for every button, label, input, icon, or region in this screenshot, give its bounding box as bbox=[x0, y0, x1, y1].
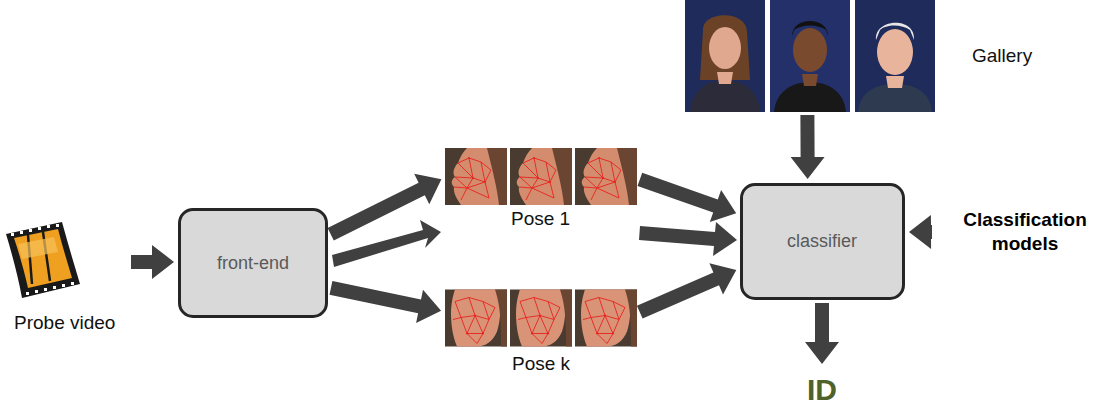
gallery-group: Gallery bbox=[685, 0, 1045, 112]
block-arrow bbox=[638, 173, 737, 222]
node-text: ID bbox=[807, 373, 837, 405]
block-arrow bbox=[791, 115, 825, 179]
gallery-portraits bbox=[685, 0, 935, 112]
block-arrow bbox=[909, 215, 932, 249]
pose-group: Pose k bbox=[445, 287, 637, 375]
process-box: classifier bbox=[740, 183, 905, 300]
block-arrow bbox=[637, 263, 736, 318]
input-label: Classification models bbox=[935, 203, 1109, 261]
node-text: Probe video bbox=[14, 312, 115, 334]
process-box: front-end bbox=[178, 208, 328, 318]
node-text: Pose k bbox=[512, 353, 570, 375]
node-text: front-end bbox=[217, 253, 289, 274]
node-text: Gallery bbox=[972, 45, 1032, 67]
pose-images bbox=[445, 148, 637, 205]
block-arrow bbox=[328, 174, 442, 241]
block-arrow bbox=[805, 303, 839, 364]
node-text: classifier bbox=[787, 231, 857, 252]
block-arrow bbox=[639, 222, 737, 256]
video-icon: Probe video bbox=[2, 222, 128, 334]
node-text: Pose 1 bbox=[511, 208, 570, 230]
film-icon bbox=[6, 222, 80, 298]
block-arrow bbox=[330, 281, 442, 323]
node-text: Classification models bbox=[943, 208, 1107, 256]
block-arrow bbox=[131, 245, 174, 279]
pose-images bbox=[445, 290, 637, 347]
pose-group: Pose 1 bbox=[445, 148, 637, 230]
output-label: ID bbox=[790, 368, 854, 405]
